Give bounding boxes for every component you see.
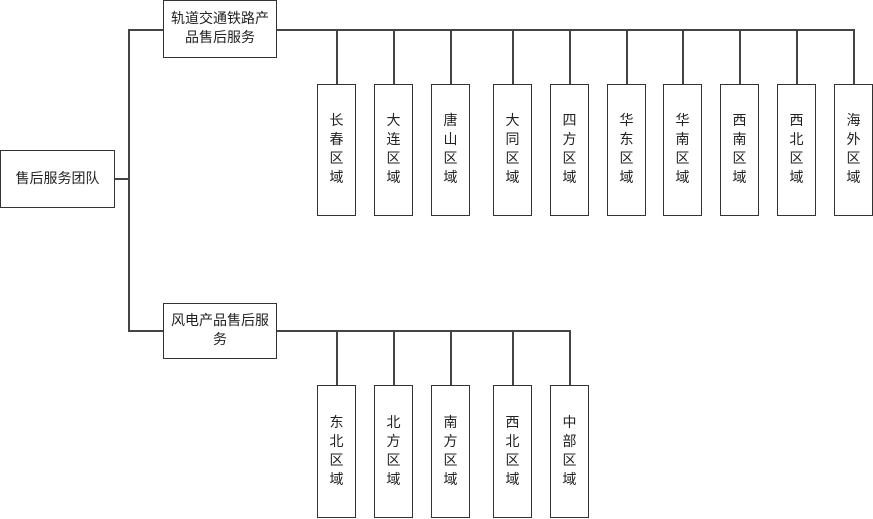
connector [739,29,741,84]
region-node: 四方区域 [550,84,589,216]
region-node: 中部区域 [550,385,589,518]
connector [682,29,684,84]
connector [128,29,130,331]
root-node: 售后服务团队 [0,150,115,208]
region-label: 华东区域 [619,113,634,186]
region-node: 长春区域 [317,84,356,216]
region-node: 南方区域 [431,385,470,518]
region-node: 华东区域 [607,84,646,216]
root-label: 售后服务团队 [15,170,100,187]
connector [128,330,163,332]
connector [393,29,395,84]
region-label: 海外区域 [846,113,861,186]
region-node: 北方区域 [374,385,413,518]
connector [393,330,395,385]
region-node: 华南区域 [663,84,702,216]
region-label: 大连区域 [386,113,401,186]
region-node: 西北区域 [493,385,532,518]
region-label: 华南区域 [675,113,690,186]
region-label: 西北区域 [789,113,804,186]
connector [277,330,570,332]
region-node: 海外区域 [834,84,873,216]
region-node: 大同区域 [493,84,532,216]
region-node: 大连区域 [374,84,413,216]
branch-label: 风电产品售后服务 [171,313,269,348]
connector [853,29,855,84]
connector [336,330,338,385]
connector [277,29,854,31]
region-node: 西南区域 [720,84,759,216]
connector [450,330,452,385]
connector [512,29,514,84]
branch-label: 轨道交通铁路产品售后服务 [171,11,269,46]
region-label: 中部区域 [562,414,577,488]
region-label: 大同区域 [505,113,520,186]
connector [626,29,628,84]
branch-node-rail: 轨道交通铁路产品售后服务 [163,0,277,58]
connector [796,29,798,84]
branch-node-wind: 风电产品售后服务 [163,303,277,359]
connector [569,330,571,385]
connector [450,29,452,84]
connector [115,178,129,180]
connector [336,29,338,84]
region-label: 长春区域 [329,113,344,186]
region-node: 唐山区域 [431,84,470,216]
region-label: 北方区域 [386,414,401,488]
region-node: 西北区域 [777,84,816,216]
region-node: 东北区域 [317,385,356,518]
connector [128,29,163,31]
connector [569,29,571,84]
region-label: 西南区域 [732,113,747,186]
region-label: 西北区域 [505,414,520,488]
region-label: 东北区域 [329,414,344,488]
connector [512,330,514,385]
region-label: 四方区域 [562,113,577,186]
region-label: 南方区域 [443,414,458,488]
region-label: 唐山区域 [443,113,458,186]
